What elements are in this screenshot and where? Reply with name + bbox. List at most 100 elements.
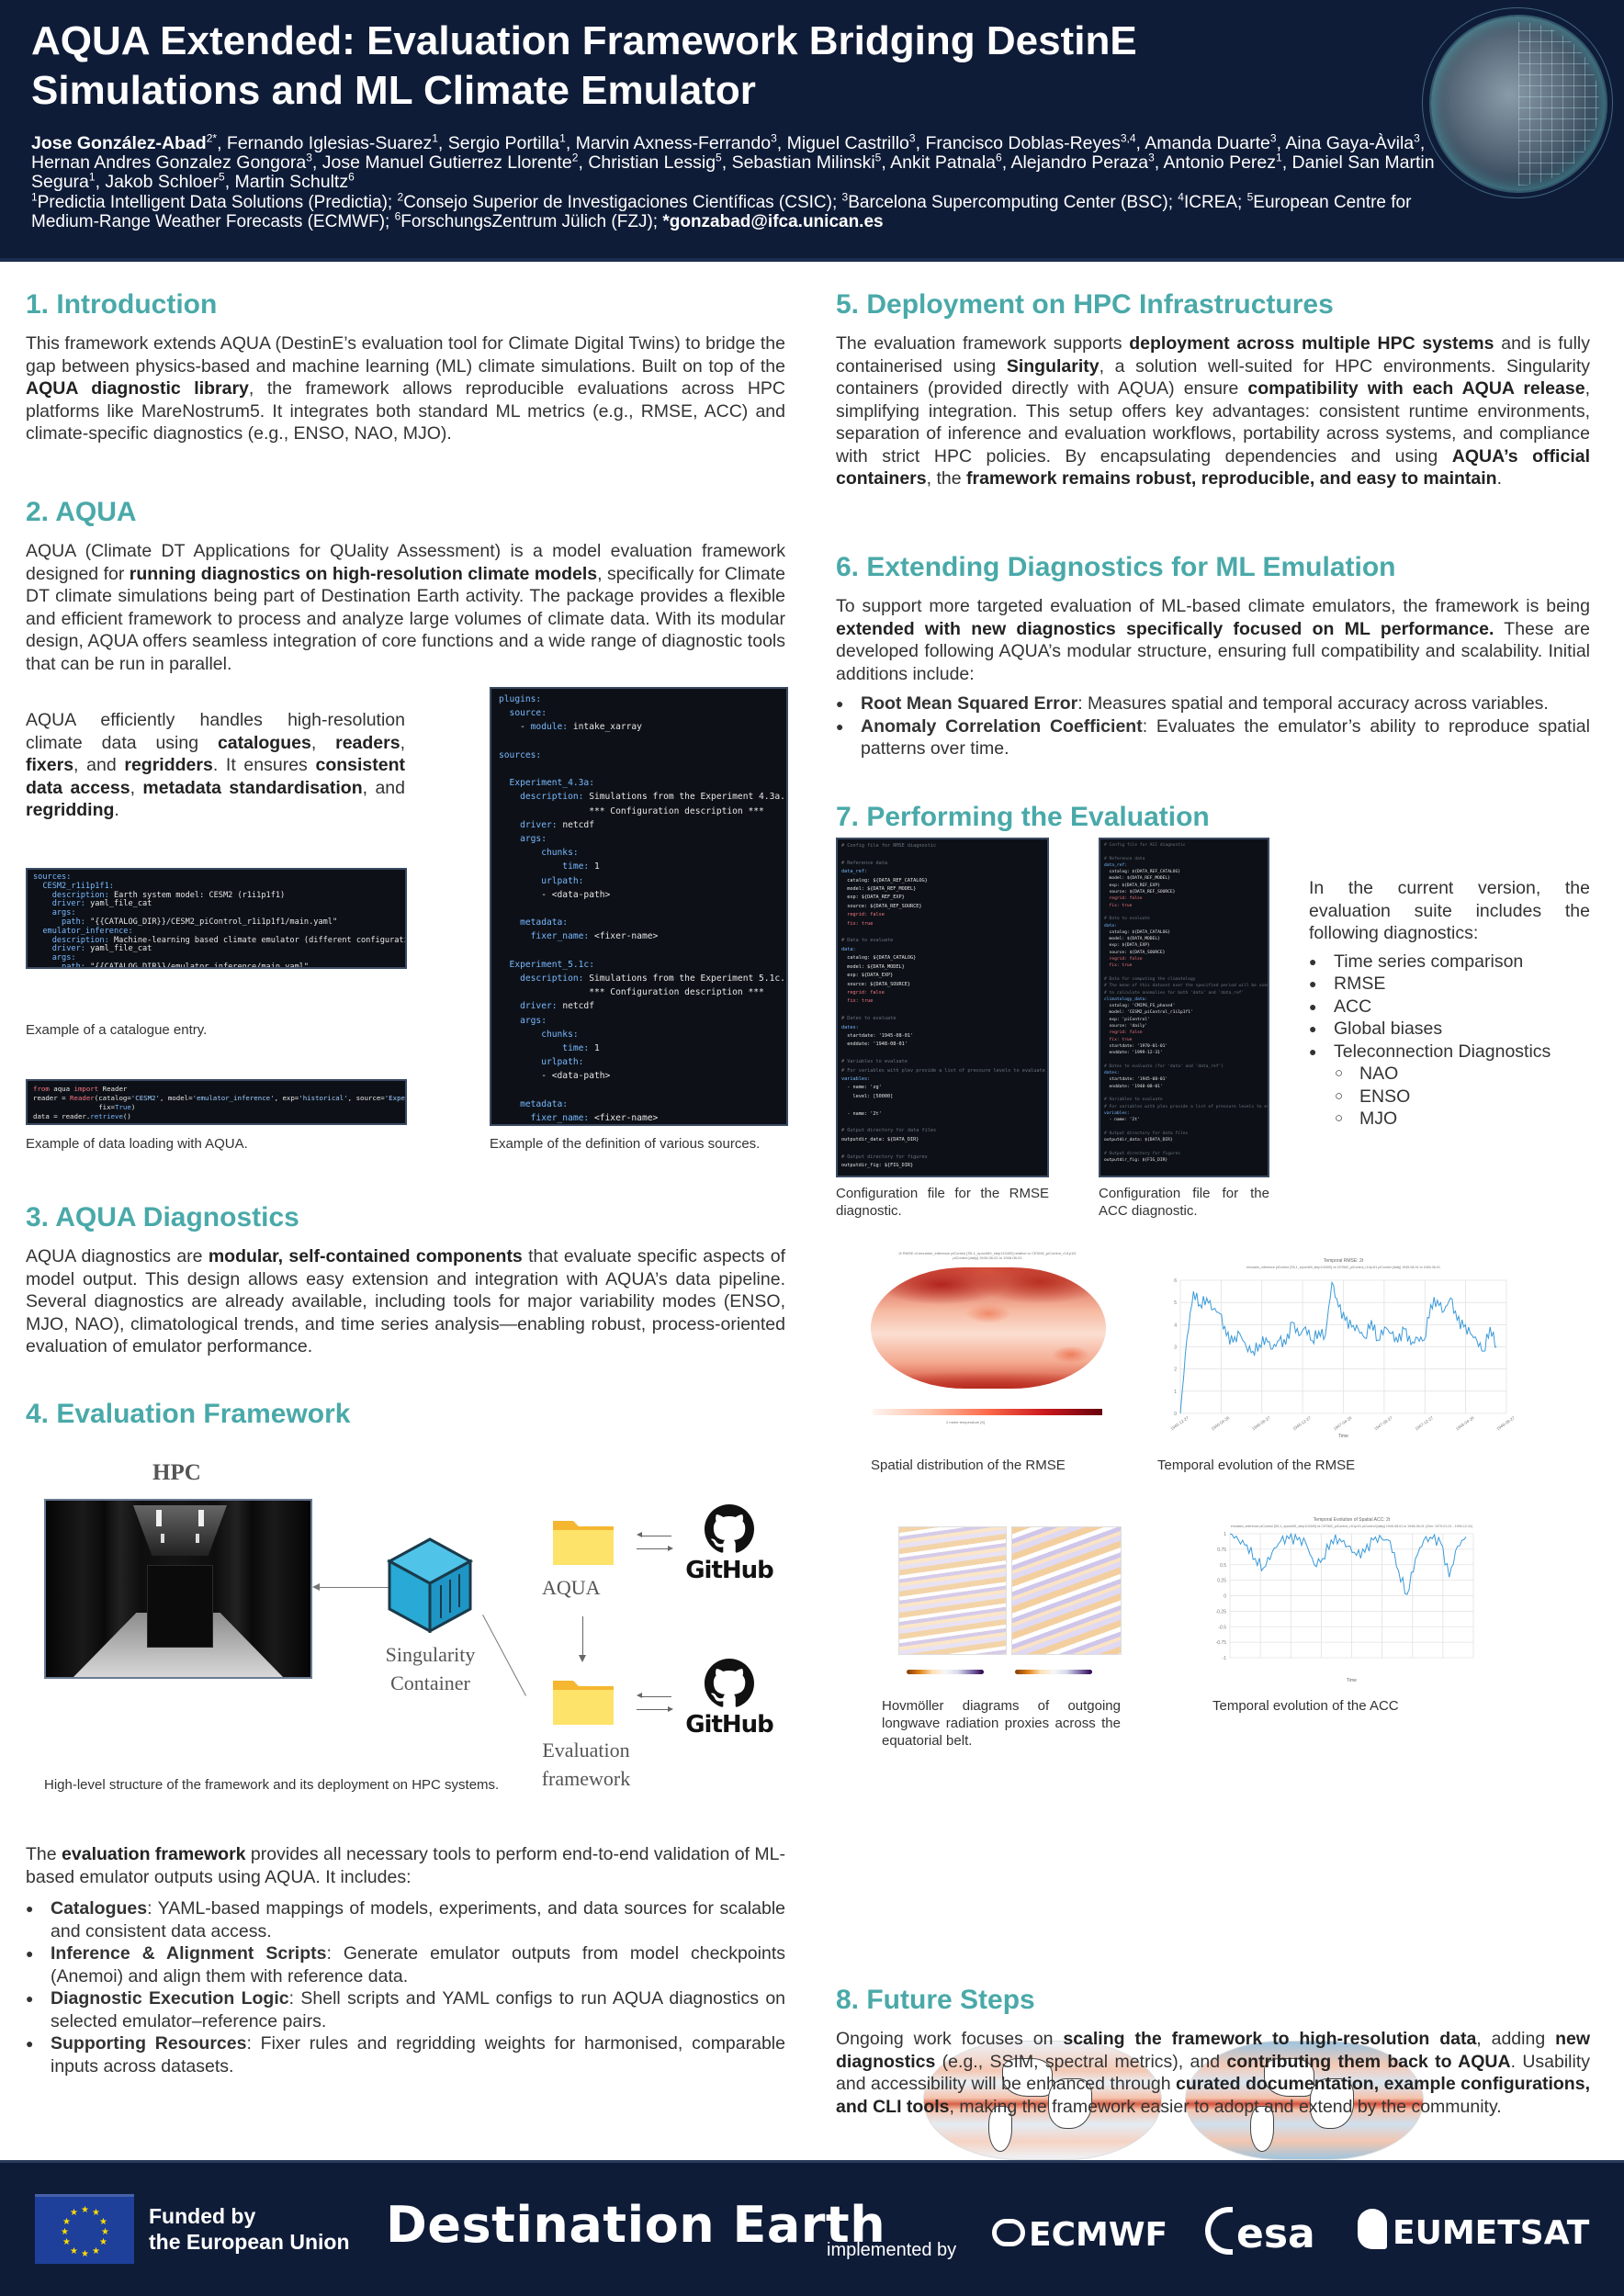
code-line: fixer_name: <fixer-name> xyxy=(499,1113,659,1124)
section-introduction: 1. Introduction This framework extends A… xyxy=(26,288,785,445)
code-line xyxy=(841,929,1043,937)
list-item: Inference & Alignment Scripts: Generate … xyxy=(26,1942,785,1987)
section-title: 8. Future Steps xyxy=(836,1985,1035,2015)
author-affiliation-mark: 3,4 xyxy=(1120,131,1136,145)
text-run: consistent data access xyxy=(26,755,405,798)
code-line xyxy=(499,762,779,776)
svg-text:Time: Time xyxy=(1338,1434,1348,1439)
code-line: - <data-path> xyxy=(499,889,611,900)
code-line: regrid: false xyxy=(1104,957,1143,962)
code-line: source: xyxy=(499,708,547,719)
code-line: - name: '2t' xyxy=(1104,1118,1140,1123)
text-run: fixers xyxy=(26,755,74,775)
contact-email[interactable]: *gonzabad@ifca.unican.es xyxy=(662,212,884,231)
code-line: fix: true xyxy=(841,920,874,927)
text-run: (e.g., SSIM, spectral metrics), and xyxy=(935,2051,1227,2072)
rmse-world-map xyxy=(871,1267,1106,1389)
svg-text:emulator_inference piControl [: emulator_inference piControl [S5-1_epoch… xyxy=(1231,1525,1472,1528)
evaluation-framework-text: The evaluation framework provides all ne… xyxy=(26,1843,785,2077)
enso-map-right xyxy=(1185,2041,1424,2160)
code-line: chunks: xyxy=(499,848,579,859)
author-name: Miguel Castrillo xyxy=(786,133,909,153)
text-run: contributing them back to AQUA xyxy=(1226,2051,1511,2072)
author-name: Alejandro Peraza xyxy=(1010,152,1149,173)
ml-diagnostics-list: Root Mean Squared Error: Measures spatia… xyxy=(836,692,1590,760)
code-line: enddate: '1948-08-01' xyxy=(841,1041,908,1048)
framework-diagram: HPC Singularity Container xyxy=(26,1460,785,1790)
earth-globe-logo xyxy=(1422,7,1613,198)
list-item: Time series comparison xyxy=(1309,951,1590,974)
text-run: curated documentation, example configura… xyxy=(836,2074,1590,2117)
temporal-rmse-caption: Temporal evolution of the RMSE xyxy=(1157,1458,1356,1473)
author-affiliation-mark: 3 xyxy=(306,151,312,164)
affiliation-name: ICREA; xyxy=(1183,193,1247,212)
affiliation-number: 6 xyxy=(394,209,401,223)
code-line: args: xyxy=(499,1015,547,1026)
code-line: exp: 'piControl' xyxy=(1104,1017,1150,1022)
poster-title: AQUA Extended: Evaluation Framework Brid… xyxy=(31,17,1363,116)
text-run: catalogues xyxy=(217,732,311,753)
code-line: # Output directory for data files xyxy=(841,1128,937,1134)
svg-text:0.5: 0.5 xyxy=(1220,1563,1226,1569)
code-line: regrid: false xyxy=(1104,896,1143,902)
code-line: args: xyxy=(499,834,547,845)
author-affiliation-mark: 1 xyxy=(1276,151,1282,164)
framework-components-list: Catalogues: YAML-based mappings of model… xyxy=(26,1897,785,2077)
section-evaluation-framework: 4. Evaluation Framework xyxy=(26,1398,785,1442)
framework-paragraph: The evaluation framework provides all ne… xyxy=(26,1844,785,1887)
affiliation-number: 2 xyxy=(397,190,404,204)
author-affiliation-mark: 3 xyxy=(908,131,916,145)
code-line: Experiment_4.3a: xyxy=(499,778,594,789)
code-line: model: ${DATA_MODEL} xyxy=(841,963,905,970)
implemented-by-text: implemented by xyxy=(827,2240,957,2260)
sources-caption: Example of the definition of various sou… xyxy=(490,1136,761,1152)
code-line: # Data to evaluate xyxy=(841,938,894,944)
code-line: catalog: ${DATA_CATALOG} xyxy=(841,955,917,962)
spatial-rmse-caption: Spatial distribution of the RMSE xyxy=(871,1458,1066,1473)
eu-flag-icon: ★★★★★★★★★★★★ xyxy=(35,2194,134,2264)
poster-header: AQUA Extended: Evaluation Framework Brid… xyxy=(0,0,1624,262)
code-line xyxy=(1104,970,1264,976)
code-line: model: 'CESM2_piControl_r1i1p1f1' xyxy=(1104,1010,1193,1016)
svg-text:1: 1 xyxy=(1174,1390,1177,1395)
github-logo-aqua[interactable]: GitHub xyxy=(685,1504,774,1582)
colorbar-label: 2 metre temperature [K] xyxy=(946,1420,986,1424)
code-line: outputdir_data: ${DATA_DIR} xyxy=(841,1136,919,1142)
arrow-head-icon xyxy=(579,1655,586,1662)
code-line xyxy=(841,1007,1043,1015)
code-line: - <data-path> xyxy=(499,1071,611,1082)
code-line: sources: xyxy=(33,872,72,882)
section-title: 1. Introduction xyxy=(26,289,218,320)
text-run: regridders xyxy=(124,755,213,775)
author-name: Daniel San Martin Segura xyxy=(31,152,1435,192)
svg-text:1947-12-27: 1947-12-27 xyxy=(1415,1415,1435,1432)
list-item: Global biases xyxy=(1309,1018,1590,1041)
text-run: framework remains robust, reproducible, … xyxy=(966,468,1497,489)
code-line: driver: yaml_file_cat xyxy=(33,899,152,909)
code-line: exp: ${DATA_EXP} xyxy=(1104,943,1150,949)
code-line: # Data to evaluate xyxy=(1104,917,1150,922)
code-line xyxy=(841,1119,1043,1127)
text-run: , the xyxy=(926,468,966,489)
svg-text:-0.75: -0.75 xyxy=(1216,1640,1227,1646)
list-item: NAO xyxy=(1335,1063,1590,1086)
code-line xyxy=(841,850,1043,859)
code-line: reader = Reader(catalog='CESM2', model='… xyxy=(33,1094,405,1102)
svg-text:-0.5: -0.5 xyxy=(1218,1625,1226,1630)
github-logo-evaluation[interactable]: GitHub xyxy=(685,1659,774,1737)
text-run: AQUA efficiently handles high-resolution… xyxy=(26,710,405,753)
svg-text:1946-04-26: 1946-04-26 xyxy=(1211,1415,1231,1432)
svg-text:Temporal RMSE: 2t: Temporal RMSE: 2t xyxy=(1324,1258,1364,1264)
author-name: Fernando Iglesias-Suarez xyxy=(226,133,433,153)
code-line: driver: netcdf xyxy=(499,1001,594,1012)
code-line: # Dates to evaluate (for 'data' and 'dat… xyxy=(1104,1064,1224,1069)
code-line: path: "{{CATALOG_DIR}}/CESM2_piControl_r… xyxy=(33,917,338,927)
intro-paragraph: This framework extends AQUA (DestinE’s e… xyxy=(26,333,785,444)
text-run: AQUA’s official containers xyxy=(836,445,1590,490)
code-line: # Output directory for figures xyxy=(841,1154,928,1160)
text-run: , a solution well-suited for HPC environ… xyxy=(836,355,1590,400)
author-name: Jakob Schloer xyxy=(105,172,219,192)
rmse-config-code-block: # Config file for RMSE diagnostic # Refe… xyxy=(836,838,1049,1177)
code-line: # For variables with plev provide a list… xyxy=(1104,1104,1269,1109)
code-line: - name: '2t' xyxy=(841,1110,882,1117)
